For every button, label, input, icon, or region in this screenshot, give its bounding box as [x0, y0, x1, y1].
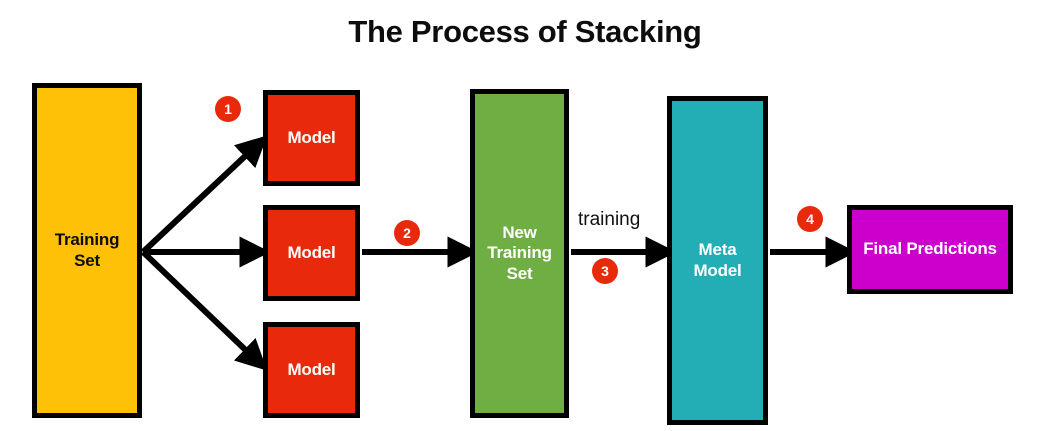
- node-label-model-3: Model: [287, 359, 336, 379]
- node-training-set: Training Set: [32, 83, 142, 418]
- node-label-meta-model: Meta Model: [693, 240, 742, 280]
- node-label-final-predictions: Final Predictions: [863, 239, 997, 259]
- arrow-trainingset-to-model-1: [140, 135, 268, 255]
- badge-step-3: 3: [592, 258, 618, 284]
- node-model-3: Model: [263, 322, 360, 418]
- node-label-training-set: Training Set: [54, 230, 120, 270]
- edge-label-training-label: training: [578, 209, 641, 230]
- badge-step-4: 4: [797, 206, 823, 232]
- page-title: The Process of Stacking: [348, 14, 702, 49]
- node-model-1: Model: [263, 90, 360, 186]
- node-new-training-set: New Training Set: [470, 89, 569, 418]
- arrow-trainingset-to-model-3: [140, 249, 268, 371]
- node-model-2: Model: [263, 205, 360, 301]
- node-label-model-2: Model: [287, 242, 336, 262]
- node-label-model-1: Model: [287, 127, 336, 147]
- badge-step-1: 1: [215, 96, 241, 122]
- node-meta-model: Meta Model: [667, 96, 768, 425]
- node-final-predictions: Final Predictions: [847, 205, 1013, 294]
- badge-step-2: 2: [394, 220, 420, 246]
- node-label-new-training-set: New Training Set: [487, 223, 552, 283]
